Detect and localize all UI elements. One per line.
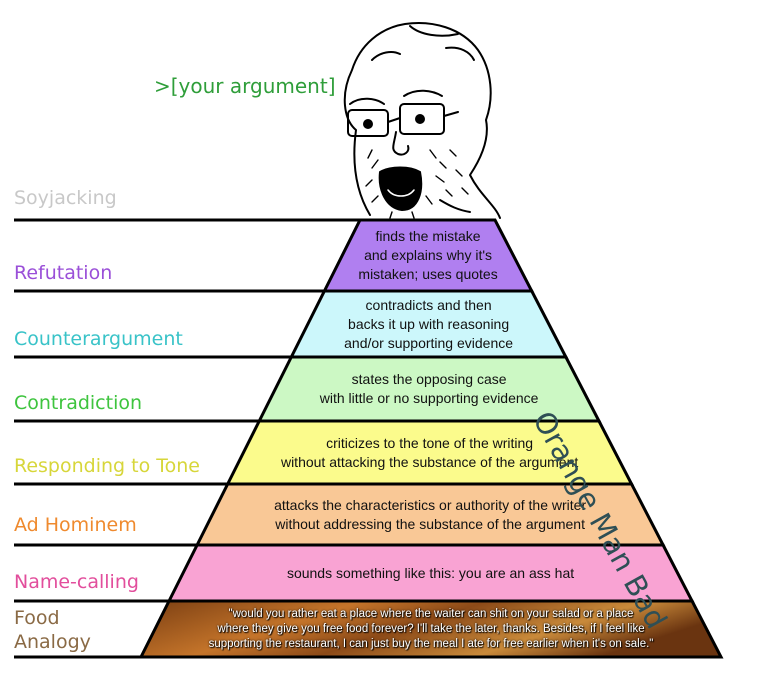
level-label: Soyjacking — [14, 187, 117, 209]
level-description: contradicts and then backs it up with rea… — [291, 296, 566, 353]
level-label: Responding to Tone — [14, 455, 200, 477]
description-line: without attacking the substance of the a… — [280, 453, 579, 470]
description-line: "would you rather eat a place where the … — [228, 607, 634, 620]
level-label: Contradiction — [14, 392, 143, 414]
quote-text: >[your argument] — [154, 74, 336, 98]
description-line: where they give you free food forever? I… — [217, 622, 645, 635]
description-line: mistaken; uses quotes — [358, 266, 498, 282]
level-description: finds the mistake and explains why it's mi… — [324, 227, 531, 284]
level-description: attacks the characteristics or authority… — [197, 496, 663, 534]
level-description: criticizes to the tone of the writing wit… — [228, 434, 632, 472]
soyjak-face-drawing — [343, 22, 501, 219]
description-line: supporting the restaurant, I can just bu… — [208, 637, 654, 650]
level-label: Ad Hominem — [14, 514, 137, 536]
description-line: and explains why it's — [364, 247, 493, 263]
description-line: without addressing the substance of the … — [275, 515, 585, 532]
description-line: contradicts and then — [365, 296, 492, 313]
level-description: states the opposing case with little or n… — [259, 370, 599, 408]
description-line: finds the mistake — [375, 228, 481, 244]
description-line: backs it up with reasoning — [348, 315, 510, 332]
level-label: Food Analogy — [14, 607, 91, 653]
level-label: Counterargument — [14, 328, 183, 350]
description-line: attacks the characteristics or authority… — [274, 496, 587, 513]
level-description: sounds something like this: you are an a… — [169, 564, 692, 583]
description-line: criticizes to the tone of the writing — [326, 434, 534, 451]
description-line: with little or no supporting evidence — [319, 390, 539, 406]
level-description: "would you rather eat a place where the … — [141, 607, 721, 652]
level-label: Name-calling — [14, 571, 139, 593]
description-line: and/or supporting evidence — [344, 334, 514, 351]
level-label: Refutation — [14, 262, 113, 284]
description-line: states the opposing case — [351, 371, 507, 387]
description-line: sounds something like this: you are an a… — [286, 564, 575, 581]
